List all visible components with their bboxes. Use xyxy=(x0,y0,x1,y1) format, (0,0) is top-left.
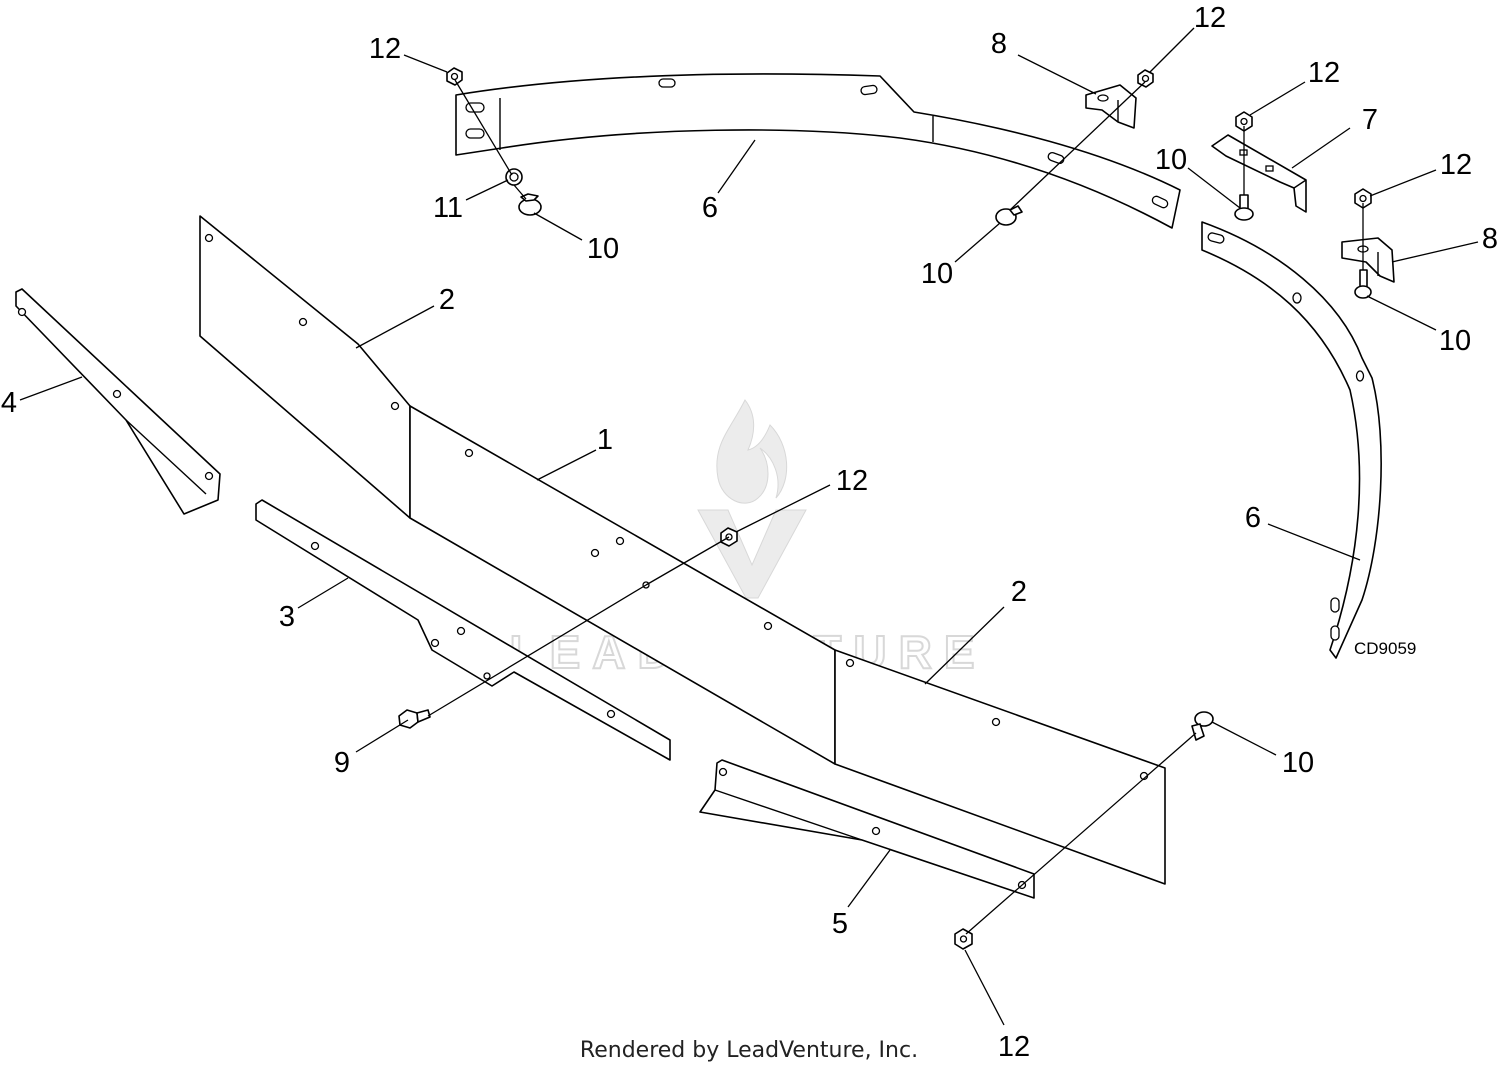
nut-top-bracket xyxy=(1137,69,1154,88)
part-5-angle-bracket xyxy=(699,759,1035,899)
callout-12-top-bracket: 12 xyxy=(1194,2,1226,34)
hardware-washer-11 xyxy=(505,168,523,186)
callout-12-center: 12 xyxy=(836,465,868,497)
bolt-part7 xyxy=(1234,194,1254,221)
part-3-flat-bar xyxy=(255,499,671,761)
nut-part7 xyxy=(1235,111,1253,132)
part-8-bracket-right xyxy=(1341,237,1395,283)
callout-12-bottom: 12 xyxy=(998,1031,1030,1063)
callout-8-top: 8 xyxy=(991,28,1007,60)
callout-10-part7: 10 xyxy=(1155,144,1187,176)
footer-credit: Rendered by LeadVenture, Inc. xyxy=(580,1038,918,1063)
callout-12-part7: 12 xyxy=(1308,57,1340,89)
nut-right-bracket xyxy=(1354,188,1372,209)
callout-1: 1 xyxy=(597,424,613,456)
hardware-flange-bolt-9 xyxy=(398,709,431,729)
assembly-lines xyxy=(427,79,1364,935)
callout-11: 11 xyxy=(433,192,463,224)
watermark-flame-icon xyxy=(716,399,788,504)
callout-12-top-left: 12 xyxy=(369,33,401,65)
part-7-bracket xyxy=(1211,134,1307,213)
nut-bottom xyxy=(954,928,973,950)
callout-12-right: 12 xyxy=(1440,149,1472,181)
callout-5: 5 xyxy=(832,908,848,940)
callout-9: 9 xyxy=(334,747,350,779)
bolt-right-bracket xyxy=(1354,269,1372,299)
part-6-upper-strip xyxy=(455,73,1181,229)
part-2-right-panel xyxy=(834,649,1166,885)
part-6-right-strip xyxy=(1201,221,1382,659)
callout-7: 7 xyxy=(1362,104,1378,136)
hardware-bolts-10 xyxy=(518,193,1372,741)
callout-4: 4 xyxy=(1,387,17,419)
callout-leaders xyxy=(19,27,1479,1026)
callout-10-top-center: 10 xyxy=(921,258,953,290)
callout-2-right: 2 xyxy=(1011,576,1027,608)
callout-3: 3 xyxy=(279,601,295,633)
callout-10-right: 10 xyxy=(1439,325,1471,357)
callout-2-left: 2 xyxy=(439,284,455,316)
callout-10-top-left: 10 xyxy=(587,233,619,265)
callout-6-top: 6 xyxy=(702,192,718,224)
part-2-left-panel xyxy=(199,215,411,519)
part-8-bracket-top xyxy=(1085,84,1137,129)
drawing-code: CD9059 xyxy=(1354,639,1416,658)
part-4-angle-bracket xyxy=(15,288,221,515)
callout-8-right: 8 xyxy=(1482,223,1498,255)
bolt-top-center xyxy=(995,205,1023,226)
callout-6-right: 6 xyxy=(1245,502,1261,534)
callout-10-bottom-right: 10 xyxy=(1282,747,1314,779)
bolt-bottom-right xyxy=(1191,711,1214,741)
nut-top-left xyxy=(446,67,463,86)
bolt-top-left xyxy=(518,193,542,216)
